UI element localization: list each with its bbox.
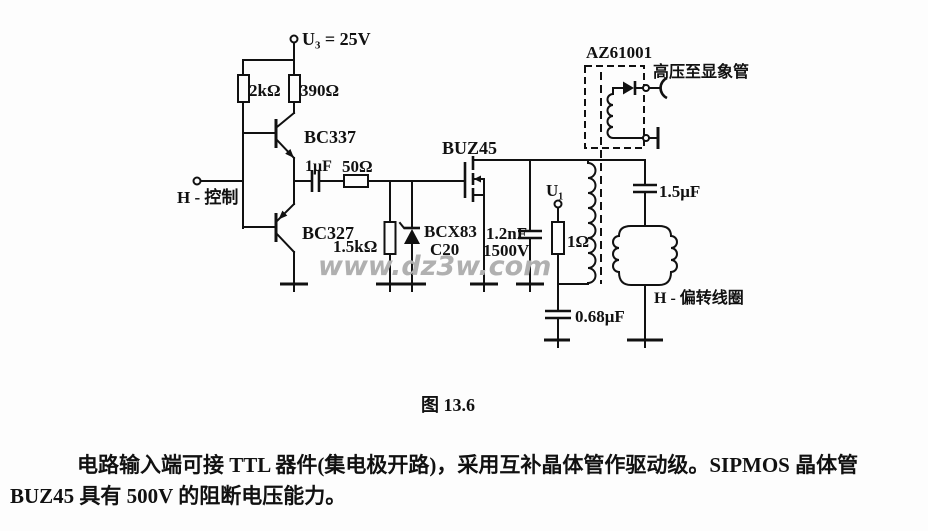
ground-symbol	[516, 282, 544, 292]
label-transformer: AZ61001	[586, 43, 652, 62]
primary-winding	[587, 159, 597, 285]
u1-terminal	[553, 199, 563, 209]
hv-output-terminal	[648, 76, 668, 100]
mosfet-buz45	[463, 156, 485, 202]
secondary-winding	[606, 87, 644, 139]
label-input: H - 控制	[177, 187, 238, 207]
label-u1: U₁	[546, 181, 563, 200]
transformer-az61001	[584, 65, 668, 285]
label-c-1uf: 1μF	[305, 158, 332, 175]
capacitor-1uf	[310, 170, 321, 192]
ground-symbol	[544, 338, 570, 348]
body-text-line1: 电路输入端可接 TTL 器件(集电极开路)，采用互补晶体管作驱动级。SIPMOS…	[77, 453, 858, 477]
label-zener-type: C20	[430, 240, 459, 259]
watermark: www.dz3w.com	[318, 251, 551, 282]
resistor-50	[343, 174, 369, 188]
label-q-pnp: BC327	[302, 223, 354, 243]
label-r-1ohm: 1Ω	[567, 232, 589, 251]
label-hv-out: 高压至显象管	[653, 62, 749, 81]
deflection-coil	[612, 225, 678, 286]
transistor-bc327	[242, 180, 296, 285]
label-r-50: 50Ω	[342, 157, 373, 176]
ground-symbol	[398, 282, 426, 292]
input-terminal	[192, 176, 202, 186]
supply-terminal	[289, 34, 299, 44]
resistor-390	[288, 74, 301, 103]
body-text-line2: BUZ45 具有 500V 的阻断电压能力。	[10, 484, 346, 508]
zener-bcx83	[398, 221, 420, 244]
capacitor-1u5	[633, 183, 657, 194]
label-c-1n2-voltage: 1500V	[483, 241, 530, 260]
transistor-bc337	[242, 111, 296, 182]
resistor-1k5	[383, 221, 397, 255]
hv-diode	[619, 81, 644, 95]
transformer-dashed-box	[584, 65, 645, 149]
ground-symbol	[470, 282, 498, 292]
label-zener-name: BCX83	[424, 222, 477, 241]
capacitor-0u68	[545, 309, 571, 320]
label-r-390: 390Ω	[300, 81, 339, 100]
label-q-npn: BC337	[304, 127, 356, 147]
label-r-2k: 2kΩ	[249, 81, 281, 100]
resistor-2k	[237, 74, 250, 103]
label-c-1n2: 1.2nF	[486, 224, 527, 243]
label-r-1k5: 1.5kΩ	[333, 237, 377, 256]
label-c-1u5: 1.5μF	[659, 182, 700, 201]
figure-caption: 图 13.6	[421, 395, 475, 415]
resistor-1ohm	[551, 221, 565, 255]
ground-symbol	[627, 338, 663, 348]
label-supply: U₃ = 25V	[302, 29, 371, 49]
label-mosfet: BUZ45	[442, 138, 497, 158]
ground-symbols	[280, 282, 663, 348]
label-c-0u68: 0.68μF	[575, 307, 625, 326]
capacitor-1n2	[518, 229, 542, 240]
chassis-terminal	[648, 127, 660, 149]
label-yoke: H - 偏转线圈	[654, 288, 744, 307]
ground-symbol	[280, 282, 308, 292]
wires	[200, 41, 646, 341]
